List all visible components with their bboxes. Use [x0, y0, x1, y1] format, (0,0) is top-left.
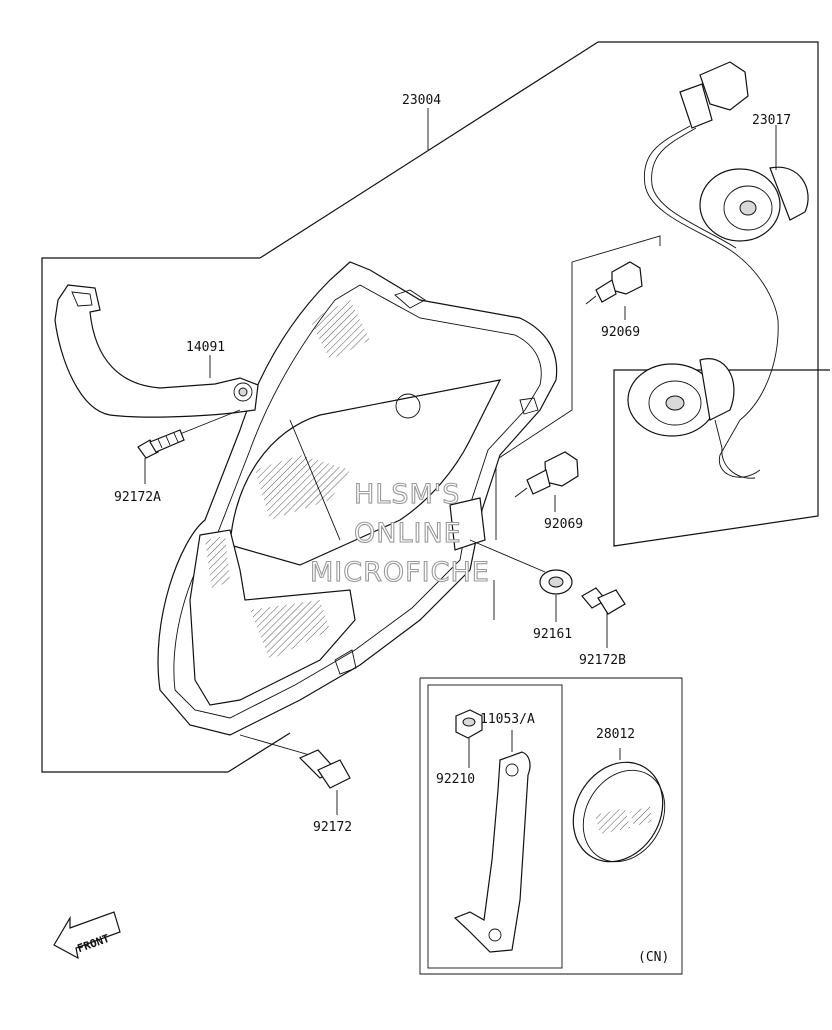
part-14091-bracket — [54, 284, 259, 418]
label-92172B: 92172B — [579, 653, 626, 668]
part-92172A-screw — [137, 409, 241, 459]
label-92161: 92161 — [533, 627, 572, 642]
watermark-line-1: HLSM'S — [354, 479, 460, 510]
label-cn-note: (CN) — [638, 950, 669, 965]
part-92210-nut — [455, 709, 483, 768]
front-arrow-icon: FRONT — [53, 911, 121, 960]
part-92069-bulb-mid — [514, 451, 579, 498]
part-92069-bulb-top — [585, 261, 643, 305]
label-92069-mid: 92069 — [544, 517, 583, 532]
label-14091: 14091 — [186, 340, 225, 355]
part-28012-reflector — [572, 748, 666, 863]
label-92172A: 92172A — [114, 490, 161, 505]
headlight-housing — [157, 261, 558, 736]
label-92069-top: 92069 — [601, 325, 640, 340]
watermark-line-3: MICROFICHE — [310, 557, 490, 588]
part-23017-socket-harness — [627, 61, 809, 479]
watermark-line-2: ONLINE — [354, 518, 462, 549]
part-92161-grommet — [469, 539, 573, 595]
label-23004: 23004 — [402, 93, 441, 108]
label-28012: 28012 — [596, 727, 635, 742]
label-23017: 23017 — [752, 113, 791, 128]
leader-lines — [144, 108, 777, 815]
headlight-assembly-frame — [41, 41, 830, 773]
part-92172B-screw — [581, 587, 626, 615]
label-92210: 92210 — [436, 772, 475, 787]
watermark: HLSM'S ONLINE MICROFICHE — [309, 478, 490, 588]
part-11053A-bracket — [453, 730, 531, 953]
part-92172-screw — [239, 734, 351, 789]
cn-option-box — [419, 677, 683, 975]
label-92172: 92172 — [313, 820, 352, 835]
label-11053A: 11053/A — [480, 712, 535, 727]
